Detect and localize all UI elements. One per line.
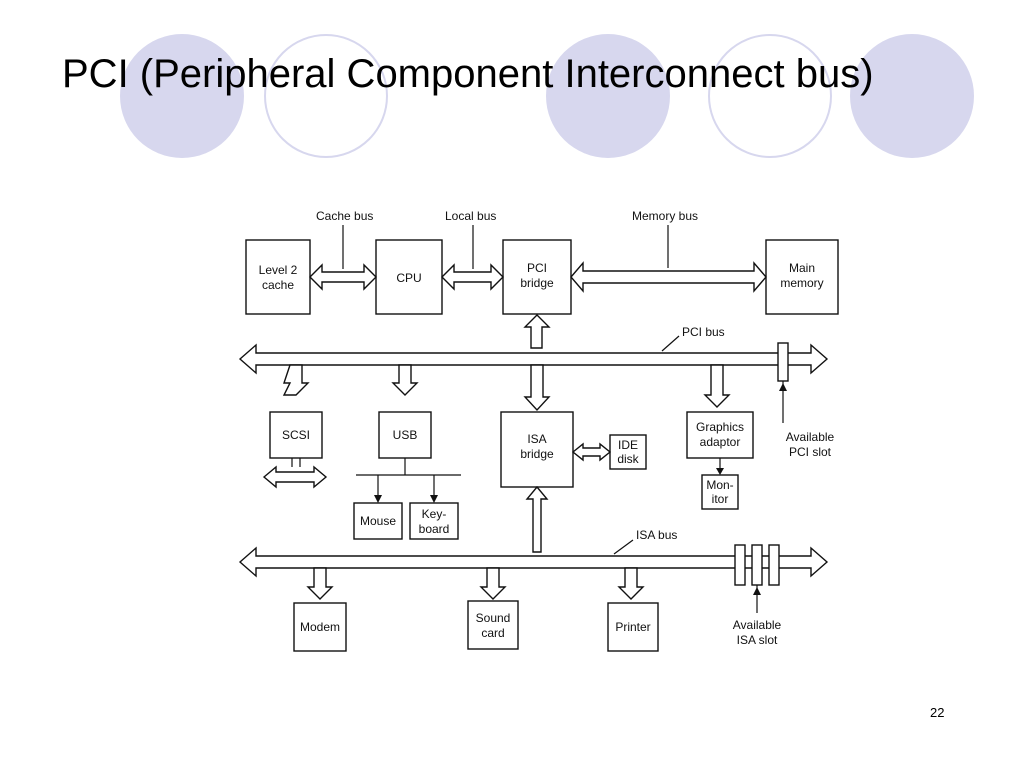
graphics-adaptor-box: Graphics adaptor xyxy=(686,411,754,459)
level2-cache-label-1: Level 2 xyxy=(259,263,298,277)
keyboard-box: Key- board xyxy=(409,502,459,540)
decor-circle-1 xyxy=(120,34,244,158)
local-bus-label: Local bus xyxy=(445,209,496,223)
memory-bus-arrow xyxy=(570,261,767,293)
sound-card-box: Sound card xyxy=(467,600,519,650)
cpu-box: CPU xyxy=(375,239,443,315)
level2-cache-label-2: cache xyxy=(262,278,294,292)
available-isa-slot-label-1: Available xyxy=(733,618,782,632)
sound-card-label-2: card xyxy=(481,626,504,640)
pci-to-isa-bridge-arrow xyxy=(523,364,551,412)
main-memory-label-1: Main xyxy=(789,261,815,275)
sound-card-label-1: Sound xyxy=(476,611,511,625)
ide-disk-box: IDE disk xyxy=(609,434,647,470)
available-pci-slot-label-2: PCI slot xyxy=(789,445,832,459)
isa-bridge-box: ISA bridge xyxy=(500,411,574,488)
mouse-label: Mouse xyxy=(360,514,396,528)
usb-label: USB xyxy=(393,428,418,442)
monitor-label-2: itor xyxy=(712,492,729,506)
keyboard-label-1: Key- xyxy=(422,507,447,521)
cache-bus-arrow xyxy=(309,263,377,291)
available-isa-slot-label-2: ISA slot xyxy=(737,633,778,647)
isa-bus-label: ISA bus xyxy=(636,528,677,542)
decor-circle-3 xyxy=(546,34,670,158)
pci-bridge-box: PCI bridge xyxy=(502,239,572,315)
decor-circle-5 xyxy=(850,34,974,158)
scsi-box: SCSI xyxy=(269,411,323,459)
usb-mouse-arrowhead xyxy=(374,495,382,503)
decor-circle-4 xyxy=(708,34,832,158)
scsi-label: SCSI xyxy=(282,428,310,442)
pci-bus xyxy=(238,343,829,375)
isa-bridge-ide-arrow xyxy=(571,442,612,462)
level2-cache-box: Level 2 cache xyxy=(245,239,311,315)
graphics-monitor-arrowhead xyxy=(716,468,724,475)
cpu-label: CPU xyxy=(396,271,421,285)
isa-bus-pointer xyxy=(613,539,634,555)
decor-circle-2 xyxy=(264,34,388,158)
isa-to-modem-arrow xyxy=(306,567,334,600)
available-pci-slot-label-1: Available xyxy=(786,430,835,444)
isa-bridge-to-isa-bus-arrow xyxy=(525,485,549,553)
pci-architecture-diagram: Level 2 cache CPU PCI bridge Main memory… xyxy=(238,209,839,652)
graphics-adaptor-label-1: Graphics xyxy=(696,420,744,434)
mouse-box: Mouse xyxy=(353,502,403,540)
available-isa-slot-1 xyxy=(734,544,746,586)
printer-box: Printer xyxy=(607,602,659,652)
pci-to-usb-arrow xyxy=(391,364,419,396)
pci-slot-arrowhead xyxy=(779,383,787,391)
isa-slot-arrowhead xyxy=(753,587,761,595)
pci-bus-label: PCI bus xyxy=(682,325,725,339)
scsi-external-arrow xyxy=(262,465,328,489)
pci-bridge-label-2: bridge xyxy=(520,276,554,290)
ide-disk-label-1: IDE xyxy=(618,438,638,452)
pci-to-graphics-arrow xyxy=(703,364,731,408)
isa-to-sound-card-arrow xyxy=(479,567,507,600)
modem-box: Modem xyxy=(293,602,347,652)
usb-box: USB xyxy=(378,411,432,459)
main-memory-label-2: memory xyxy=(780,276,823,290)
available-isa-slot-3 xyxy=(768,544,780,586)
available-isa-slot-2 xyxy=(751,544,763,586)
isa-to-printer-arrow xyxy=(617,567,645,600)
monitor-box: Mon- itor xyxy=(701,474,739,510)
isa-bus xyxy=(238,546,829,578)
isa-bridge-label-1: ISA xyxy=(527,432,546,446)
isa-bridge-label-2: bridge xyxy=(520,447,554,461)
local-bus-arrow xyxy=(441,263,504,291)
modem-label: Modem xyxy=(300,620,340,634)
slide-title: PCI (Peripheral Component Interconnect b… xyxy=(62,52,874,96)
pci-bridge-label-1: PCI xyxy=(527,261,547,275)
page-number: 22 xyxy=(930,705,945,720)
memory-bus-label: Memory bus xyxy=(632,209,698,223)
keyboard-label-2: board xyxy=(419,522,450,536)
cache-bus-label: Cache bus xyxy=(316,209,373,223)
pci-to-scsi-arrow xyxy=(282,364,310,396)
printer-label: Printer xyxy=(615,620,650,634)
usb-keyboard-arrowhead xyxy=(430,495,438,503)
available-pci-slot xyxy=(777,342,789,382)
main-memory-box: Main memory xyxy=(765,239,839,315)
ide-disk-label-2: disk xyxy=(617,452,639,466)
pci-bus-pointer xyxy=(661,335,680,352)
monitor-label-1: Mon- xyxy=(706,478,733,492)
graphics-adaptor-label-2: adaptor xyxy=(700,435,741,449)
pci-bridge-link xyxy=(523,314,551,349)
